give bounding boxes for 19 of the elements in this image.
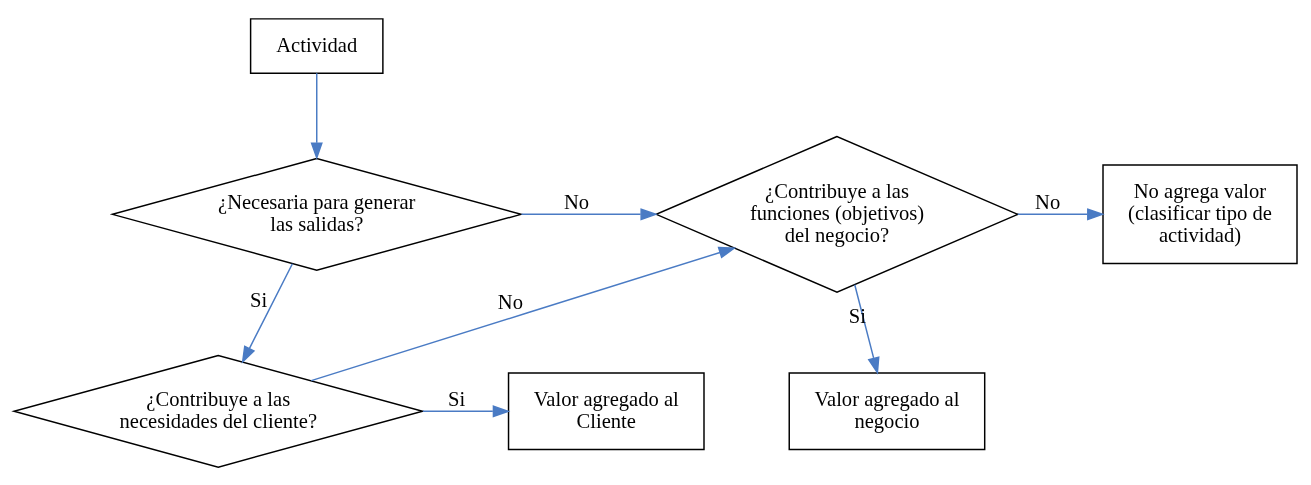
arrow [1017,207,1105,221]
node-diamond: ¿Contribuye a las necesidades del cliente? [11,354,426,468]
node-box: Actividad [249,17,384,74]
node-diamond: ¿Contribuye a las funciones (objetivos) del negocio? [654,135,1020,293]
arrow [854,283,880,375]
edge-label: No [1035,190,1061,213]
edge-label: No [497,290,523,313]
edge-label: Si [250,288,268,311]
arrow [422,404,511,417]
edge-label: No [563,190,590,213]
arrow [310,246,737,381]
node-diamond: ¿Necesaria para generar las salidas? [109,157,524,271]
node-box: Valor agregado al Cliente [507,371,705,450]
arrow [520,207,659,221]
arrow [241,262,294,364]
arrow [310,72,323,160]
node-box: Valor agregado al negocio [788,371,986,450]
node-box: No agrega valor (clasificar tipo de actividad) [1102,163,1298,264]
edge-label: Si [448,387,466,410]
